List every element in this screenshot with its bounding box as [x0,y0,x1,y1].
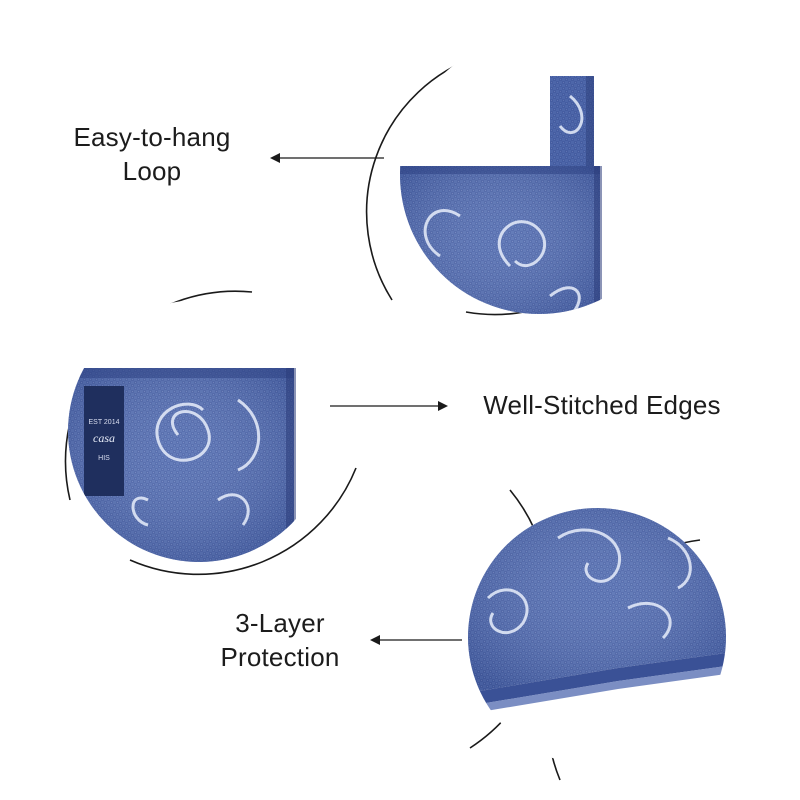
brand-tag-text: EST 2014 [88,419,119,426]
photo-edges: EST 2014 casa HIS [68,300,330,562]
brand-tag-text: casa [93,431,115,445]
feature-title-line2: Loop [122,156,182,186]
brand-tag [84,386,124,496]
photo-layers [468,508,726,766]
arrow-left-icon [270,153,280,163]
feature-title-line1: Easy-to-hang [73,122,231,152]
feature-label-edges: Well-Stitched Edges [462,388,742,422]
feature-title-line1: 3-Layer [235,608,325,638]
photo-loop [400,36,678,314]
feature-title-line1: Well-Stitched Edges [483,390,721,420]
feature-label-loop: Easy-to-hang Loop [52,120,252,188]
arrow-right-icon [438,401,448,411]
brand-tag-text: HIS [98,455,110,462]
feature-label-layers: 3-Layer Protection [180,606,380,674]
feature-title-line2: Protection [220,642,340,672]
